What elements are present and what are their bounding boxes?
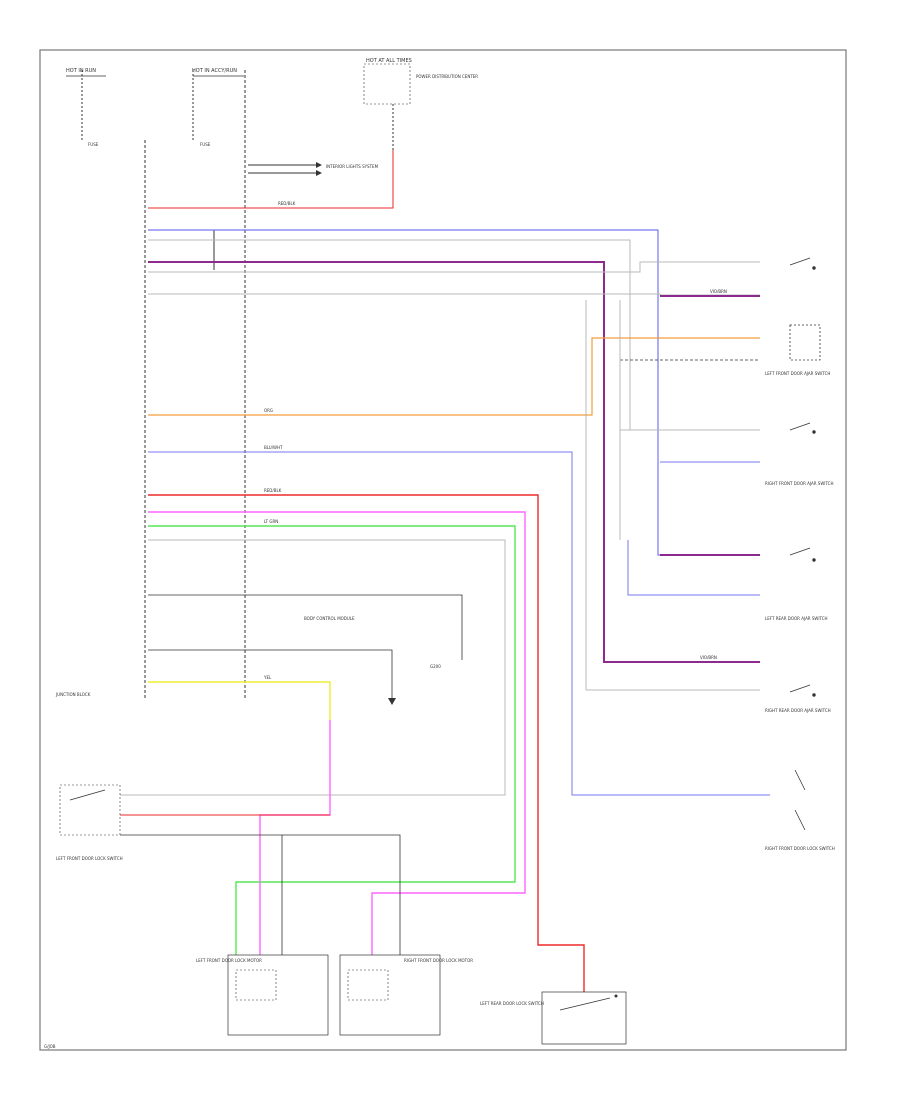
fuse-block-battery: HOT AT ALL TIMES POWER DISTRIBUTION CENT… <box>363 58 478 208</box>
label-door-ajar-rf: RIGHT FRONT DOOR AJAR SWITCH <box>765 481 833 486</box>
wire-label-red-top: RED/BLK <box>278 201 296 206</box>
label-driver-lock-switch: LEFT FRONT DOOR LOCK SWITCH <box>56 856 123 861</box>
label-hot-at-all-times: HOT AT ALL TIMES <box>366 58 412 64</box>
label-power-dist-center: POWER DISTRIBUTION CENTER <box>416 74 478 79</box>
label-door-ajar-lf: LEFT FRONT DOOR AJAR SWITCH <box>765 371 830 376</box>
label-fuse: FUSE <box>88 142 99 147</box>
label-door-lock-motor-rf: RIGHT FRONT DOOR LOCK MOTOR <box>404 958 473 963</box>
wire-label-orange: ORG <box>264 408 273 413</box>
wire-label-blue: BLU/WHT <box>264 445 283 450</box>
door-switch-contacts <box>789 257 821 831</box>
interior-lights-connector: INTERIOR LIGHTS SYSTEM <box>248 162 379 176</box>
fuse-block-run: HOT IN RUN FUSE <box>66 68 106 147</box>
wire-label-red: RED/BLK <box>264 488 282 493</box>
label-body-control-module: BODY CONTROL MODULE <box>304 616 355 621</box>
label-door-ajar-lr: LEFT REAR DOOR AJAR SWITCH <box>765 616 828 621</box>
door-lock-motor-rf: RIGHT FRONT DOOR LOCK MOTOR <box>339 954 473 1036</box>
label-junction-block: JUNCTION BLOCK <box>55 692 91 697</box>
wire-label-purple-2: VIO/BRN <box>710 289 727 294</box>
label-door-ajar-rr: RIGHT REAR DOOR AJAR SWITCH <box>765 708 831 713</box>
label-lock-switch-rf: RIGHT FRONT DOOR LOCK SWITCH <box>765 846 835 851</box>
door-lock-motor-lf: LEFT FRONT DOOR LOCK MOTOR <box>196 954 329 1036</box>
wire-label-yellow: YEL <box>263 675 272 680</box>
wire-label-green: LT GRN <box>264 519 278 524</box>
wire-label-purple: VIO/BRN <box>700 655 717 660</box>
label-door-lock-motor-lf: LEFT FRONT DOOR LOCK MOTOR <box>196 958 262 963</box>
label-ground: G200 <box>430 664 441 669</box>
driver-lock-switch: LEFT FRONT DOOR LOCK SWITCH <box>56 784 123 861</box>
rear-lock-switch: LEFT REAR DOOR LOCK SWITCH <box>480 991 627 1045</box>
label-hot-in-run: HOT IN RUN <box>66 68 96 74</box>
label-rear-lock-switch: LEFT REAR DOOR LOCK SWITCH <box>480 1001 544 1006</box>
label-fuse-2: FUSE <box>200 142 211 147</box>
diagram-border <box>39 49 847 1051</box>
fuse-block-accy: HOT IN ACCY/RUN FUSE <box>192 68 244 147</box>
footer-code: G/JOB <box>44 1044 56 1049</box>
label-interior-lights: INTERIOR LIGHTS SYSTEM <box>326 164 379 169</box>
label-hot-in-accy: HOT IN ACCY/RUN <box>192 68 237 74</box>
